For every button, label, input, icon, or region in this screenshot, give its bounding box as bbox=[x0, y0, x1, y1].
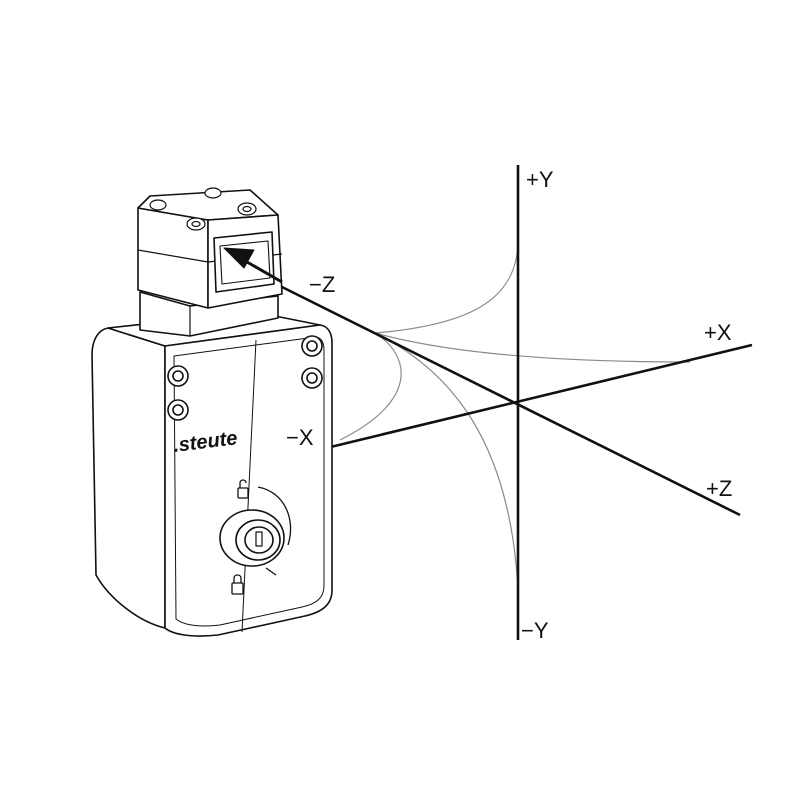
axis-label-minus-x: −X bbox=[286, 425, 314, 450]
curve-plus-y bbox=[374, 244, 519, 334]
key-cylinder bbox=[219, 486, 292, 576]
axes bbox=[277, 165, 753, 640]
unlocked-symbol-icon bbox=[237, 479, 249, 499]
axis-label-plus-x: +X bbox=[704, 320, 732, 345]
axis-x bbox=[284, 343, 753, 460]
locked-symbol-icon bbox=[231, 574, 244, 595]
approach-arrow-icon bbox=[223, 247, 283, 284]
housing-split-line bbox=[241, 339, 257, 633]
head-screws bbox=[149, 187, 257, 231]
axis-label-minus-z: −Z bbox=[309, 272, 336, 297]
housing-side-face bbox=[91, 327, 166, 629]
axis-z bbox=[277, 283, 741, 517]
axis-label-plus-z: +Z bbox=[706, 476, 733, 501]
screw-mid-right bbox=[301, 367, 323, 389]
screw-top-left bbox=[167, 365, 189, 387]
housing-front-bevel bbox=[173, 336, 325, 627]
curve-minus-y bbox=[374, 332, 519, 591]
screw-mid-left bbox=[167, 399, 189, 421]
actuator-head bbox=[137, 187, 283, 337]
screw-top-right bbox=[301, 335, 323, 357]
axis-label-minus-y: −Y bbox=[521, 618, 549, 643]
switch-body bbox=[91, 311, 333, 637]
axis-label-plus-y: +Y bbox=[526, 167, 554, 192]
approach-curves bbox=[339, 244, 691, 591]
curve-plus-x bbox=[374, 332, 691, 363]
housing-front-face bbox=[164, 324, 333, 637]
curve-minus-x bbox=[339, 332, 402, 441]
